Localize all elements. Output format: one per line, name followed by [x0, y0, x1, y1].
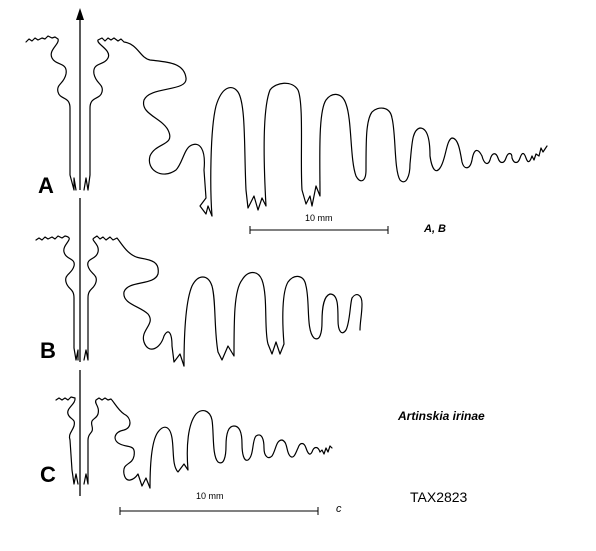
scale-bar-ab-length: 10 mm: [305, 213, 333, 223]
panel-b-saddles: [183, 271, 363, 367]
species-name: Artinskia irinae: [397, 409, 485, 423]
panel-a-axis-arrowhead: [76, 8, 84, 20]
scale-bar-c-length: 10 mm: [196, 491, 224, 501]
panel-c: C: [40, 370, 333, 496]
panel-a-left-saddle: [25, 35, 77, 191]
scale-bar-ab: 10 mm A, B: [249, 213, 446, 235]
panel-c-letter: C: [40, 462, 56, 487]
panel-a-letter: A: [38, 173, 54, 198]
catalog-number: TAX2823: [410, 489, 468, 505]
scale-bar-ab-label: A, B: [423, 223, 446, 235]
panel-a-saddles: [210, 82, 548, 217]
panel-b-letter: B: [40, 338, 56, 363]
panel-b-ventral-lobe: [83, 235, 185, 367]
panel-a: A: [25, 8, 548, 217]
panel-c-saddles: [149, 410, 333, 489]
panel-c-left-saddle: [55, 396, 79, 485]
panel-b-left-saddle: [35, 235, 79, 361]
panel-b: B: [35, 198, 363, 367]
panel-a-ventral-lobe: [83, 37, 213, 217]
panel-c-ventral-lobe: [83, 397, 151, 489]
scale-bar-c: 10 mm c: [119, 491, 342, 515]
scale-bar-c-label: c: [336, 503, 342, 515]
